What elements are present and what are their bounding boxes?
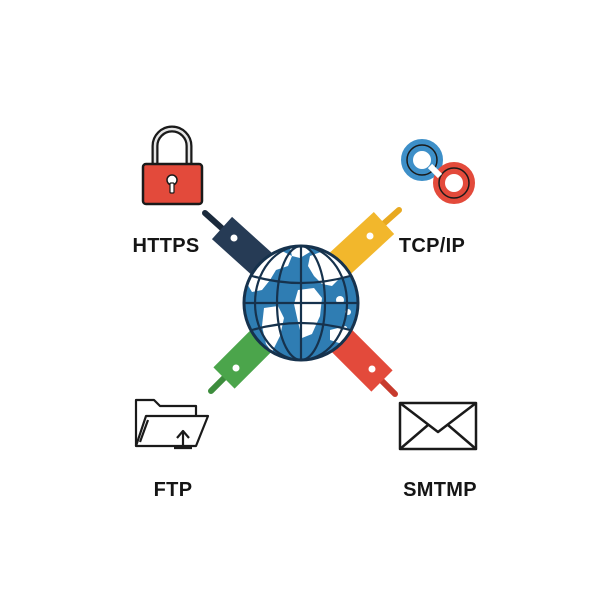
- smtp-label: SMTMP: [403, 479, 477, 501]
- tcpip-label: TCP/IP: [399, 235, 465, 257]
- envelope-icon: [398, 401, 478, 451]
- folder-upload-icon: [134, 398, 210, 450]
- ftp-label: FTP: [154, 479, 193, 501]
- padlock-icon: [141, 125, 204, 206]
- globe-icon: [242, 244, 360, 362]
- https-label: HTTPS: [132, 235, 199, 257]
- link-icon: [401, 139, 475, 204]
